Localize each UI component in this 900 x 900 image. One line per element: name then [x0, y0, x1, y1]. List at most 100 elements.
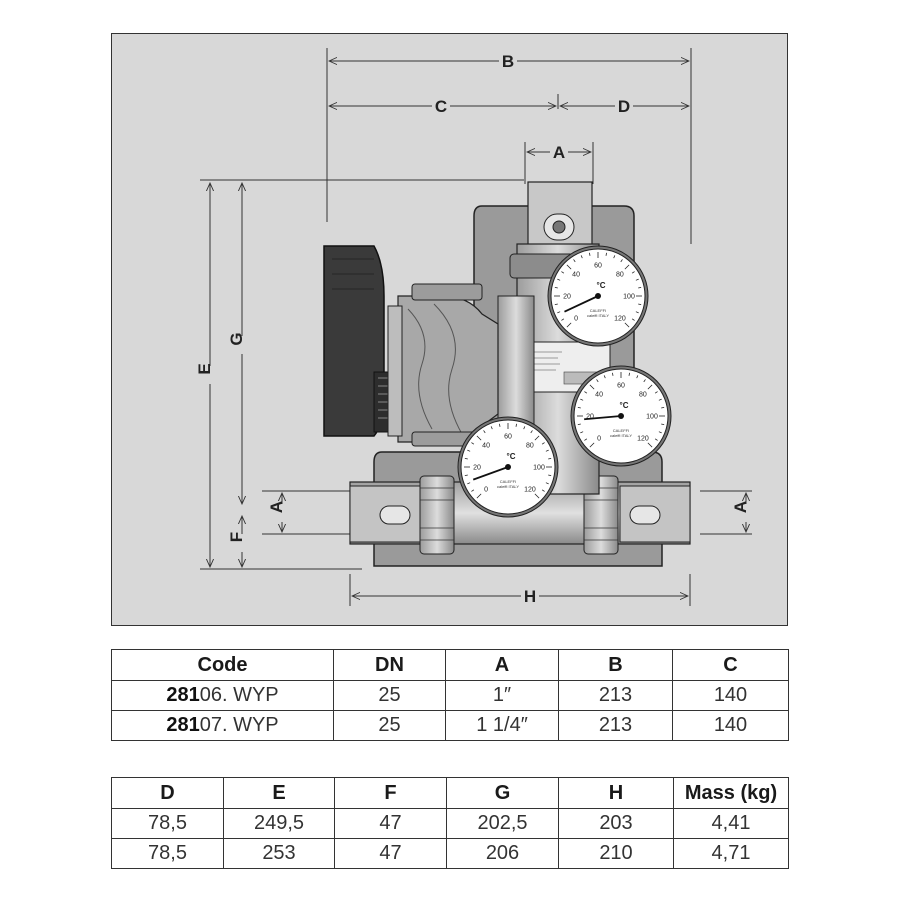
gauge-tick: [573, 259, 576, 263]
gauge-tick: [596, 379, 599, 383]
code-suffix: 07. WYP: [199, 714, 279, 736]
table-row: 28107. WYP 25 1 1/4″ 213 140: [111, 710, 789, 741]
code-prefix: 281: [166, 684, 200, 706]
gauge-tick: [584, 391, 588, 394]
gauge-tick: [464, 474, 468, 476]
header-mass: Mass (kg): [673, 777, 789, 809]
header-h: H: [558, 777, 674, 809]
gauge-tick-label: 40: [482, 443, 490, 450]
table-header-row: D E F G H Mass (kg): [111, 777, 789, 809]
gauge-brand-line-1: CALEFFI: [590, 308, 606, 313]
dim-label-d: D: [618, 97, 630, 116]
technical-diagram: B C D A E G A F A H: [111, 33, 788, 626]
cell-f: 47: [334, 838, 447, 869]
gauge-tick-label: 120: [637, 435, 649, 442]
gauge-tick: [545, 482, 549, 485]
cell-code: 28107. WYP: [111, 710, 334, 741]
gauge-tick-label: 20: [473, 465, 481, 472]
gauge-tick: [603, 375, 606, 379]
gauge-tick: [580, 255, 583, 259]
gauge-tick: [620, 259, 623, 263]
header-d: D: [111, 777, 224, 809]
gauge-brand-line-1: CALEFFI: [500, 479, 516, 484]
cell-b: 213: [558, 680, 673, 711]
gauge-tick-label: 80: [639, 392, 647, 399]
cell-d: 78,5: [111, 808, 224, 839]
gauge-tick: [624, 264, 630, 270]
gauge-tick: [584, 438, 588, 441]
gauge-tick: [523, 426, 526, 430]
gauge-tick: [566, 264, 572, 270]
dim-label-h: H: [524, 587, 536, 606]
header-a: A: [445, 649, 559, 681]
code-suffix: 06. WYP: [199, 684, 279, 706]
gauge-tick: [613, 255, 616, 259]
gauge-hub: [618, 413, 624, 419]
dim-label-g: G: [227, 332, 246, 345]
gauge-tick-label: 60: [594, 263, 602, 270]
gauge-needle: [564, 295, 599, 313]
gauge-tick: [589, 252, 591, 256]
cell-g: 206: [446, 838, 559, 869]
pump-group-drawing: B C D A E G A F A H: [195, 48, 756, 606]
gauge-tick: [541, 489, 545, 492]
gauge-tick: [534, 435, 540, 441]
gauge-tick-label: 20: [563, 294, 571, 301]
gauge-tick: [631, 271, 635, 274]
gauge-tick: [661, 407, 665, 409]
gauge-tick-label: 100: [533, 465, 545, 472]
cell-code: 28106. WYP: [111, 680, 334, 711]
cell-mass: 4,71: [673, 838, 789, 869]
gauge-tick: [647, 384, 653, 390]
gauge-tick: [464, 458, 468, 460]
gauge-tick-label: 100: [623, 294, 635, 301]
table-row: 28106. WYP 25 1″ 213 140: [111, 680, 789, 711]
gauge-tick: [548, 458, 552, 460]
gauge-hub: [595, 293, 601, 299]
gauge-tick: [605, 252, 607, 256]
cell-d: 78,5: [111, 838, 224, 869]
gauge-tick: [654, 438, 658, 441]
gauge-brand-line-2: caleffi ITALY: [610, 433, 632, 438]
gauge-tick: [661, 423, 665, 425]
gauge-tick: [638, 287, 642, 289]
gauge-tick: [471, 442, 475, 445]
gauge-tick-label: 80: [616, 272, 624, 279]
cell-f: 47: [334, 808, 447, 839]
gauge-tick: [483, 430, 486, 434]
gauge-tick-label: 20: [586, 414, 594, 421]
cell-e: 253: [223, 838, 335, 869]
gauge-tick: [476, 435, 482, 441]
dim-label-c: C: [435, 97, 447, 116]
gauge-brand-line-2: caleffi ITALY: [497, 484, 519, 489]
gauge-tick-label: 80: [526, 443, 534, 450]
cell-mass: 4,41: [673, 808, 789, 839]
cell-a: 1 1/4″: [445, 710, 559, 741]
gauge-unit-label: °C: [620, 401, 629, 410]
cell-h: 203: [558, 808, 674, 839]
gauge-tick: [471, 489, 475, 492]
cell-dn: 25: [333, 710, 446, 741]
gauge-needle: [584, 415, 622, 421]
gauge-tick-label: 0: [574, 315, 578, 322]
dim-label-a-left: A: [267, 501, 286, 513]
header-f: F: [334, 777, 447, 809]
header-c: C: [672, 649, 789, 681]
gauge-tick: [580, 398, 584, 401]
gauge-tick: [534, 493, 540, 499]
gauge-tick: [561, 318, 565, 321]
gauge-tick: [554, 287, 558, 289]
gauge-tick-label: 120: [524, 486, 536, 493]
gauge-tick: [554, 303, 558, 305]
gauge-tick: [647, 442, 653, 448]
dim-label-b: B: [502, 52, 514, 71]
code-prefix: 281: [166, 714, 200, 736]
gauge-tick: [476, 493, 482, 499]
header-b: B: [558, 649, 673, 681]
table-header-row: Code DN A B C: [111, 649, 789, 681]
gauge-tick-label: 100: [646, 414, 658, 421]
gauge-tick: [548, 474, 552, 476]
gauge-tick: [499, 423, 501, 427]
